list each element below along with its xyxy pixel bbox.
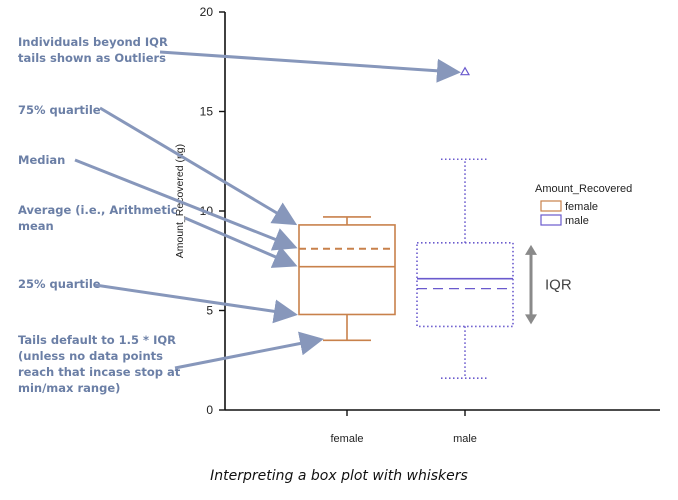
annotation-text: 75% quartile xyxy=(18,103,101,117)
iqr-arrow-head-bottom xyxy=(525,314,537,325)
box-male xyxy=(416,66,514,379)
iqr-box xyxy=(298,224,396,316)
annotation-2: 75% quartile xyxy=(18,103,298,226)
annotation-arrow xyxy=(74,158,298,251)
annotation-arrow xyxy=(174,331,324,370)
iqr-box xyxy=(416,242,514,328)
legend-swatch-male xyxy=(540,214,562,226)
legend-entry-female: female xyxy=(565,201,598,213)
annotation-1: Individuals beyond IQR tails shown as Out… xyxy=(18,35,461,83)
iqr-indicator: IQR xyxy=(525,244,572,325)
iqr-arrow-head-top xyxy=(525,244,537,255)
outlier-point xyxy=(459,66,471,76)
box-plot-figure: 05101520femalemaleAmount_Recovered (ng) … xyxy=(18,5,660,445)
legend-title: Amount_Recovered xyxy=(535,183,632,195)
annotation-line: 75% quartile xyxy=(18,103,101,117)
annotation-line: Tails default to 1.5 * IQR xyxy=(18,333,176,347)
annotation-text: Tails default to 1.5 * IQR (unless no dat… xyxy=(18,333,181,395)
figure-caption: Interpreting a box plot with whiskers xyxy=(210,468,468,484)
iqr-label: IQR xyxy=(545,277,572,294)
legend-entry-male: male xyxy=(565,215,589,227)
annotation-line: mean xyxy=(18,219,54,233)
annotation-line: Individuals beyond IQR xyxy=(18,35,168,49)
annotation-line: Average (i.e., Arithmetic xyxy=(18,203,178,217)
annotation-arrow xyxy=(94,283,298,324)
x-tick-label: male xyxy=(453,433,477,445)
annotation-arrow xyxy=(99,106,298,226)
annotation-6: Tails default to 1.5 * IQR (unless no dat… xyxy=(18,331,324,395)
box-female xyxy=(298,216,396,342)
annotation-text: Median xyxy=(18,153,65,167)
annotation-3: Median xyxy=(18,153,298,251)
y-tick-label: 20 xyxy=(200,5,214,19)
y-tick-label: 5 xyxy=(206,304,213,318)
annotation-line: min/max range) xyxy=(18,381,120,395)
annotation-arrow xyxy=(159,50,461,83)
annotation-line: tails shown as Outliers xyxy=(18,51,166,65)
annotation-5: 25% quartile xyxy=(18,277,298,324)
annotation-text: 25% quartile xyxy=(18,277,101,291)
y-tick-label: 0 xyxy=(206,403,213,417)
annotation-line: 25% quartile xyxy=(18,277,101,291)
legend-swatch-female xyxy=(540,200,562,212)
annotation-text: Average (i.e., Arithmetic mean xyxy=(18,203,178,233)
annotation-line: (unless no data points xyxy=(18,349,163,363)
y-tick-label: 15 xyxy=(200,105,214,119)
annotation-text: Individuals beyond IQR tails shown as Out… xyxy=(18,35,168,65)
x-tick-label: female xyxy=(330,433,363,445)
annotation-line: Median xyxy=(18,153,65,167)
boxes: IQR xyxy=(298,66,572,379)
annotation-arrow xyxy=(184,216,298,268)
annotation-line: reach that incase stop at xyxy=(18,365,181,379)
annotation-4: Average (i.e., Arithmetic mean xyxy=(18,203,298,268)
annotations: Individuals beyond IQR tails shown as Out… xyxy=(18,35,461,395)
